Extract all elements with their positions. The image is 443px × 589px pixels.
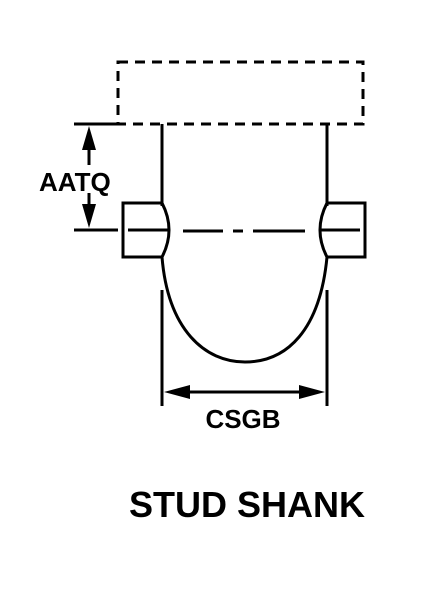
height-arrow-up-icon [82, 126, 96, 150]
diagram-title: STUD SHANK [129, 484, 365, 525]
dashed-mounting-block [116, 60, 365, 126]
width-dimension: CSGB [160, 290, 329, 434]
right-stud-head [318, 201, 367, 259]
height-dimension: AATQ [39, 122, 118, 232]
height-dimension-label: AATQ [39, 167, 111, 197]
left-stud-head [121, 201, 171, 259]
width-arrow-left-icon [164, 385, 190, 399]
width-arrow-right-icon [299, 385, 325, 399]
shank-loop [160, 256, 329, 364]
height-arrow-down-icon [82, 204, 96, 228]
width-dimension-label: CSGB [205, 404, 280, 434]
